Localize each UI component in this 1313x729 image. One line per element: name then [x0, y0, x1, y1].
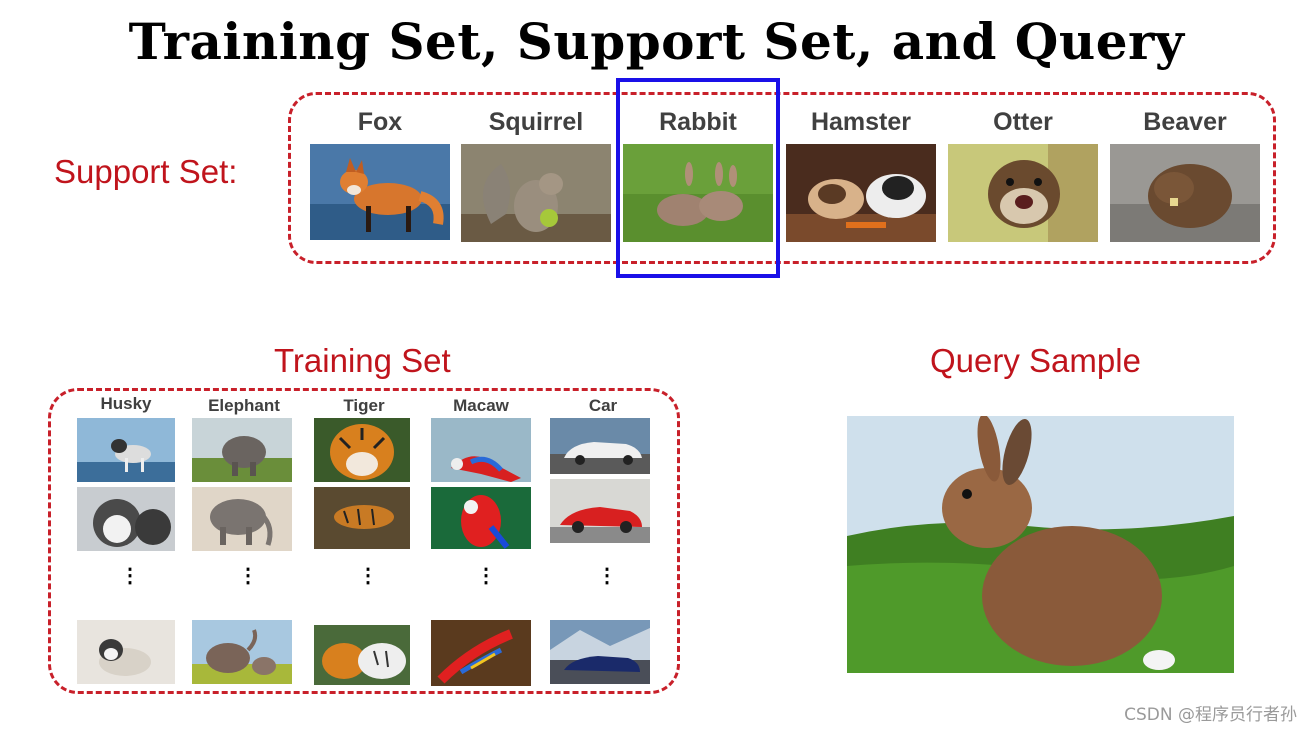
column-label-tiger: Tiger [309, 396, 419, 416]
husky-photo-3 [77, 620, 175, 684]
query-rabbit-photo [847, 416, 1234, 673]
macaw-photo-1 [431, 418, 531, 482]
support-item-squirrel: Squirrel [461, 144, 611, 242]
beaver-photo [1110, 144, 1260, 242]
support-item-label: Beaver [1110, 108, 1260, 137]
support-item-label: Squirrel [461, 108, 611, 137]
ellipsis-elephant: ⋮ [238, 572, 250, 581]
car-photo-3 [550, 620, 650, 684]
rabbit-highlight-box [616, 78, 780, 278]
tiger-photo-2 [314, 487, 410, 549]
elephant-photo-1 [192, 418, 292, 482]
column-label-car: Car [548, 396, 658, 416]
watermark: CSDN @程序员行者孙 [1124, 700, 1297, 725]
support-item-fox: Fox [310, 144, 450, 240]
ellipsis-car: ⋮ [597, 572, 609, 581]
tiger-photo-1 [314, 418, 410, 482]
support-set-label: Support Set: [54, 153, 237, 191]
hamster-photo [786, 144, 936, 242]
support-item-beaver: Beaver [1110, 144, 1260, 242]
support-item-hamster: Hamster [786, 144, 936, 242]
column-label-elephant: Elephant [189, 396, 299, 416]
ellipsis-husky: ⋮ [120, 572, 132, 581]
tiger-photo-3 [314, 625, 410, 685]
query-sample-title: Query Sample [930, 342, 1141, 380]
support-item-otter: Otter [948, 144, 1098, 242]
column-label-macaw: Macaw [426, 396, 536, 416]
column-label-husky: Husky [71, 394, 181, 414]
otter-photo [948, 144, 1098, 242]
squirrel-photo [461, 144, 611, 242]
support-item-label: Fox [310, 108, 450, 137]
husky-photo-2 [77, 487, 175, 551]
car-photo-2 [550, 479, 650, 543]
elephant-photo-2 [192, 487, 292, 551]
macaw-photo-3 [431, 620, 531, 686]
macaw-photo-2 [431, 487, 531, 549]
fox-photo [310, 144, 450, 240]
ellipsis-macaw: ⋮ [476, 572, 488, 581]
slide-title: Training Set, Support Set, and Query [0, 12, 1313, 71]
ellipsis-tiger: ⋮ [358, 572, 370, 581]
husky-photo-1 [77, 418, 175, 482]
support-item-label: Hamster [786, 108, 936, 137]
support-item-label: Otter [948, 108, 1098, 137]
elephant-photo-3 [192, 620, 292, 684]
training-set-title: Training Set [274, 342, 451, 380]
car-photo-1 [550, 418, 650, 474]
